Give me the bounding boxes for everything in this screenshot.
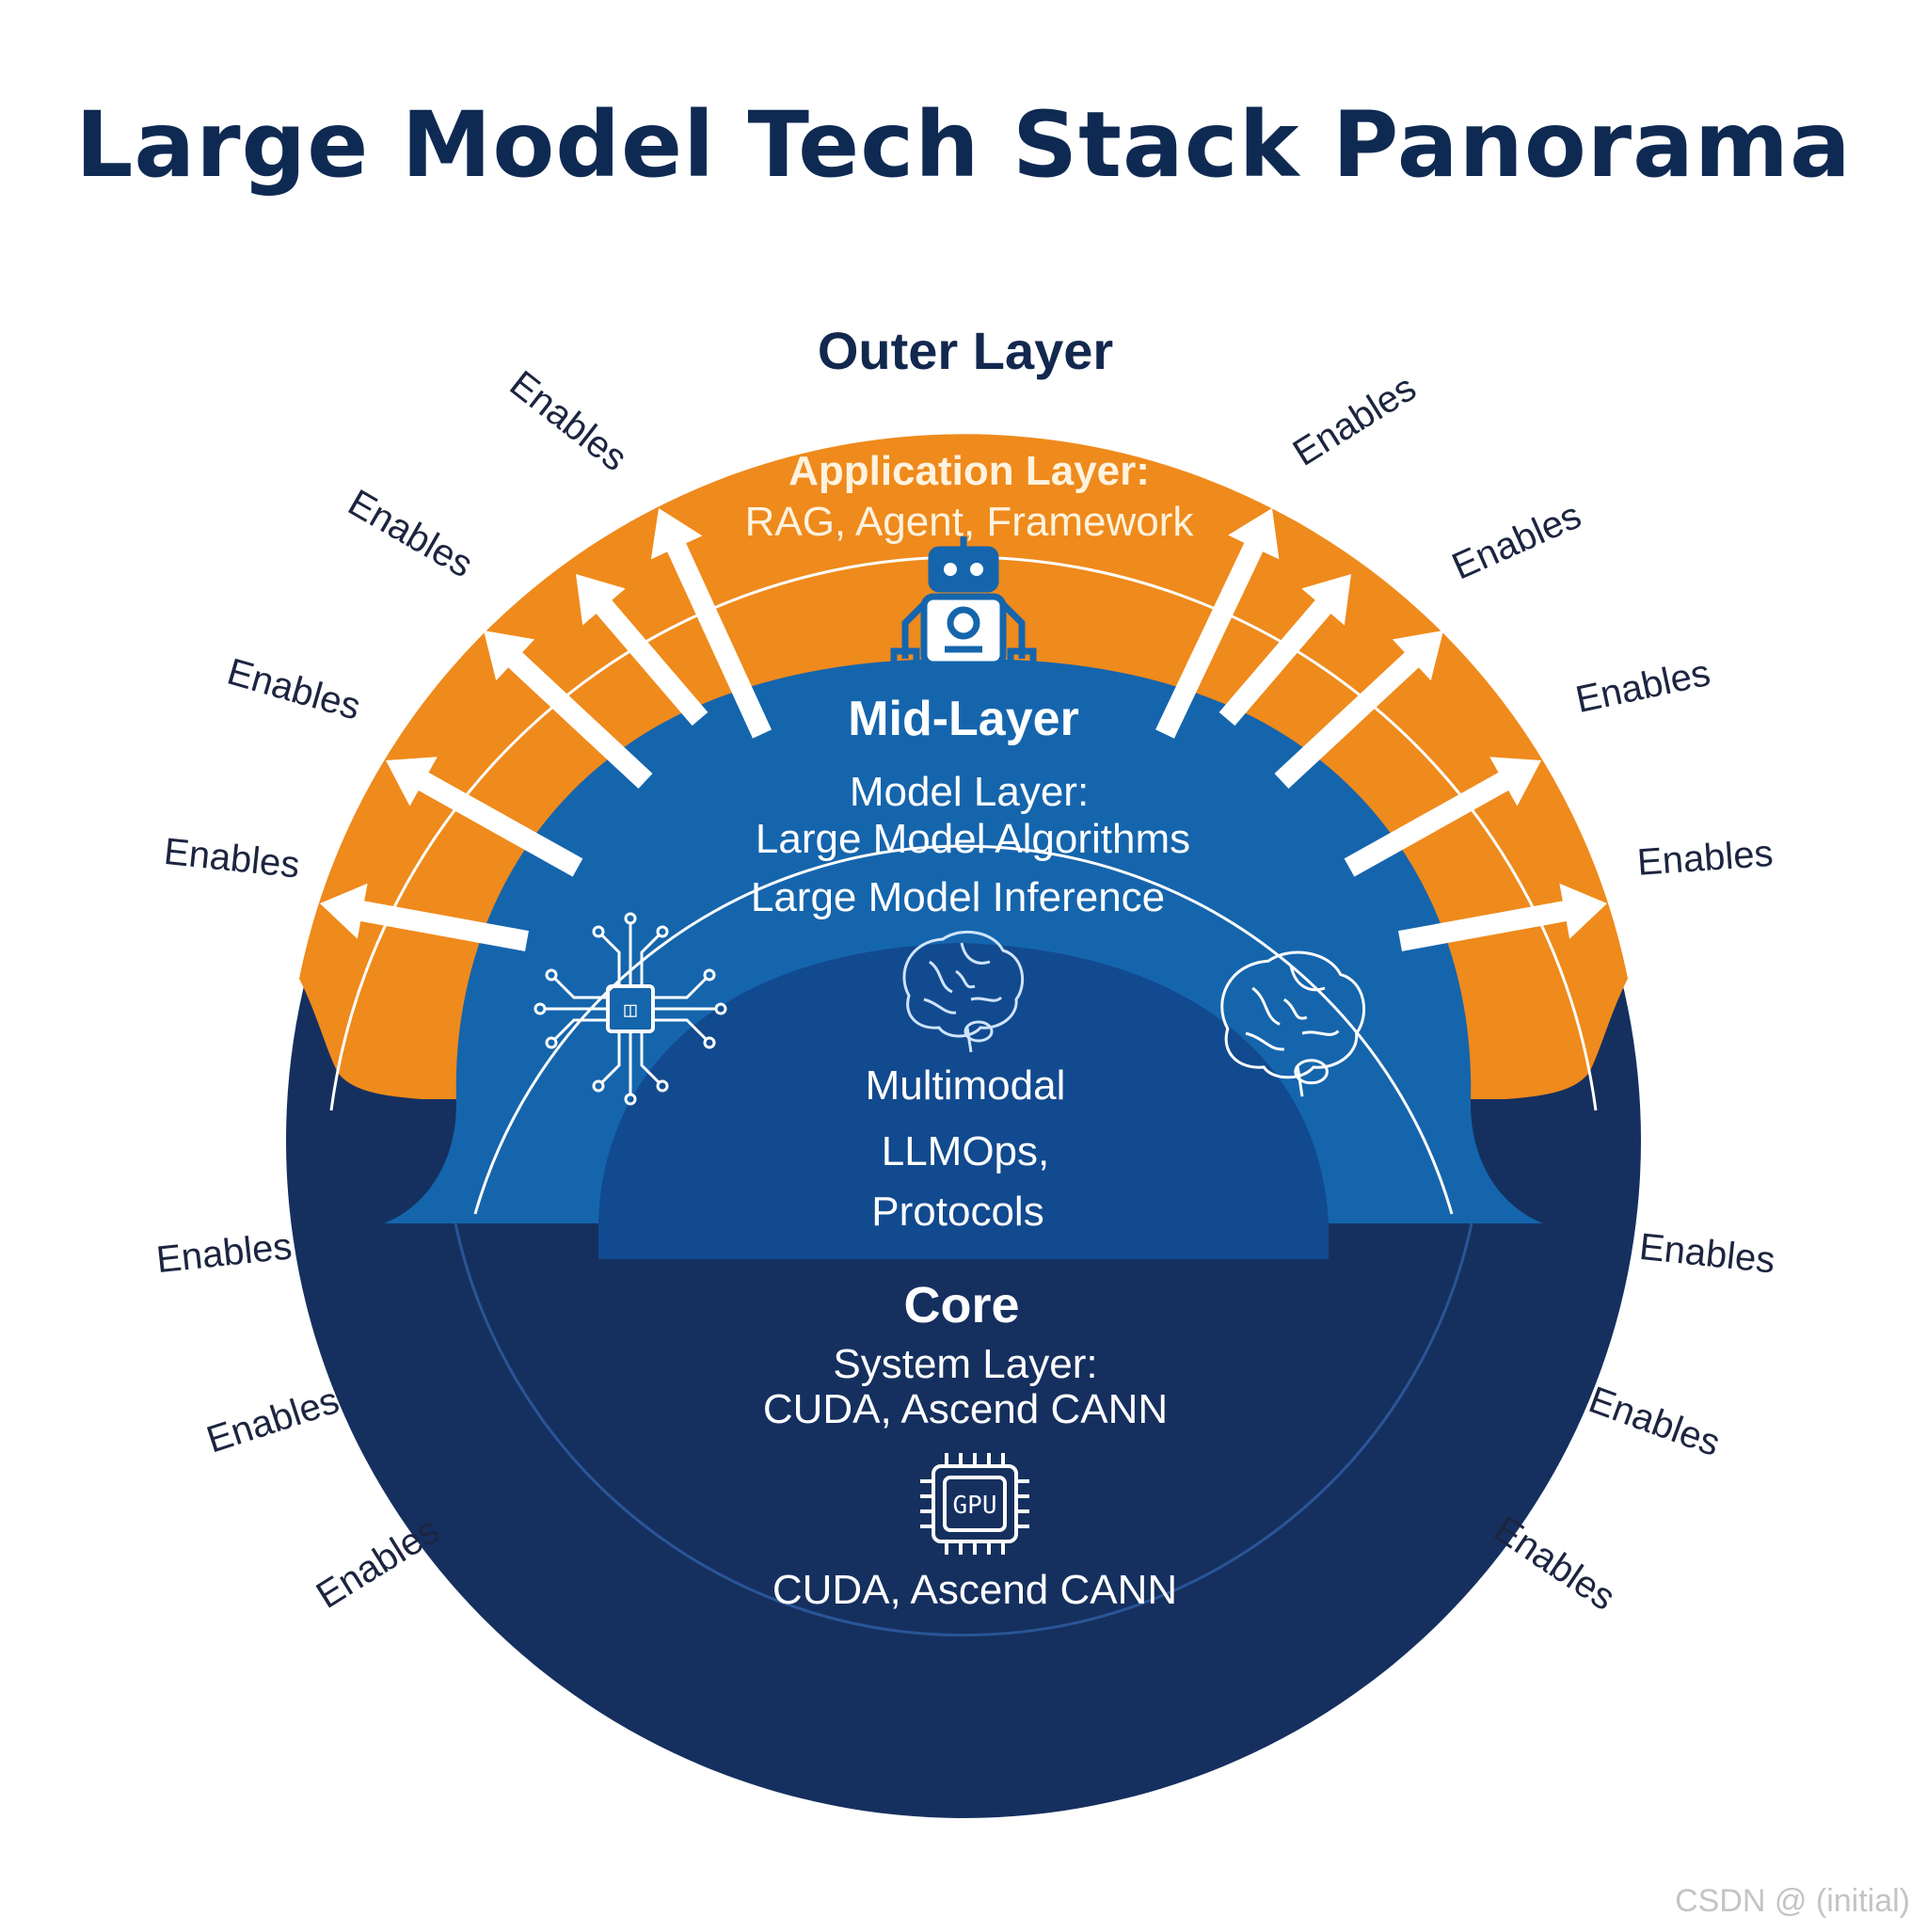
robot-icon: [890, 536, 1037, 670]
brain-icon: [902, 930, 1025, 1053]
enables-arrow: [1344, 757, 1541, 877]
core-line2: CUDA, Ascend CANN: [762, 1386, 1169, 1432]
gpu-chip-icon: GPU: [920, 1453, 1029, 1555]
gpu-chip-label: GPU: [953, 1492, 997, 1520]
mid-layer-heading: Mid-Layer: [848, 692, 1079, 746]
core-caption: CUDA, Ascend CANN: [772, 1567, 1178, 1613]
inner-line-1: Multimodal: [865, 1062, 1066, 1109]
inner-line-3: Protocols: [871, 1189, 1044, 1235]
enables-arrow: [1155, 508, 1280, 739]
core-ring-line: [454, 1222, 1473, 1637]
outer-layer-label-line2: RAG, Agent, Framework: [744, 499, 1194, 545]
core-line1: System Layer:: [833, 1341, 1098, 1387]
enables-arrow: [1398, 883, 1607, 951]
enables-arrow: [1274, 631, 1443, 790]
inner-dome: [598, 943, 1329, 1259]
diagram-title: Large Model Tech Stack Panorama: [75, 92, 1852, 198]
mid-layer-line2: Large Model Algorithms: [755, 816, 1191, 862]
enables-arrow: [650, 508, 772, 739]
enables-arrow: [386, 757, 583, 877]
outer-layer-heading: Outer Layer: [817, 321, 1114, 380]
chip-mark: ◫: [624, 998, 637, 1022]
mid-layer-line1: Model Layer:: [849, 769, 1090, 815]
brain-icon: [1220, 950, 1366, 1097]
neural-chip-icon: ◫: [534, 912, 727, 1106]
inner-line-2: LLMOps,: [881, 1128, 1050, 1174]
enables-arrow: [484, 631, 653, 790]
enables-arrow: [1218, 574, 1351, 726]
outer-layer-label-line1: Application Layer:: [788, 448, 1150, 494]
core-heading: Core: [903, 1277, 1020, 1333]
enables-arrows: [320, 508, 1607, 951]
watermark: CSDN @ (initial): [1675, 1883, 1910, 1919]
enables-arrow: [576, 574, 709, 726]
enables-arrow: [320, 883, 529, 951]
mid-layer-line3: Large Model Inference: [750, 874, 1166, 920]
